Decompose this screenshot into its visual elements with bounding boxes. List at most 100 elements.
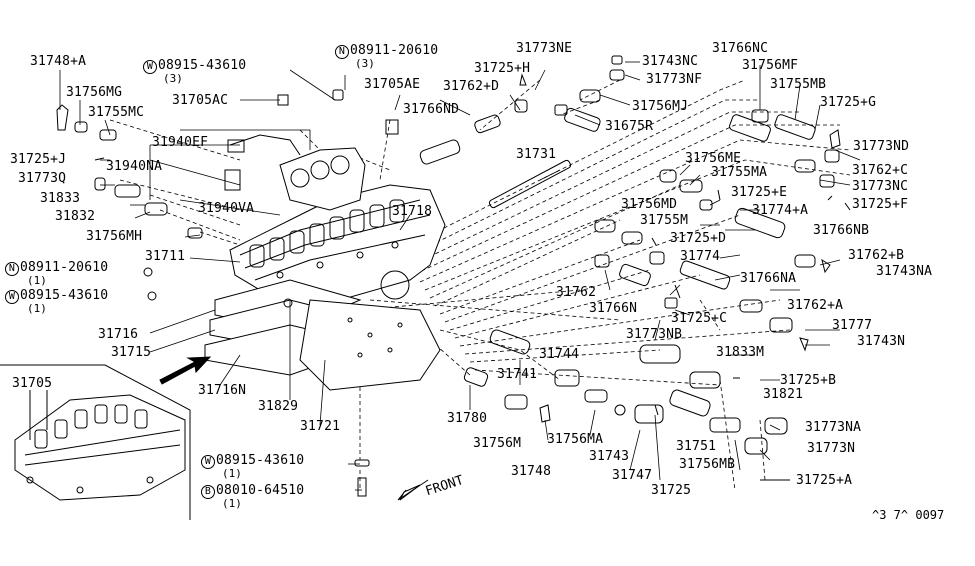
part-label-31725: 31725	[651, 483, 692, 498]
part-label-31766nb: 31766NB	[813, 223, 870, 238]
bolt-symbol: B	[201, 485, 215, 499]
part-label-31766na: 31766NA	[740, 271, 797, 286]
part-label-31705ac: 31705AC	[172, 93, 229, 108]
part-label-31756mb: 31756MB	[679, 457, 736, 472]
part-label-31833: 31833	[40, 191, 81, 206]
callout-qty: (3)	[355, 57, 375, 70]
part-label-31755ma: 31755MA	[711, 165, 768, 180]
guide-lines	[109, 79, 851, 491]
part-label-31755m: 31755M	[640, 213, 689, 228]
leader-lines	[59, 61, 861, 491]
callout-number: 08010-64510	[216, 483, 305, 498]
part-label-31741: 31741	[497, 367, 538, 382]
part-label-31743: 31743	[589, 449, 630, 464]
separator-plates	[204, 279, 441, 391]
part-label-31705: 31705	[12, 376, 53, 391]
part-label-31762d: 31762+D	[443, 79, 500, 94]
part-label-31756mj: 31756MJ	[632, 99, 689, 114]
part-label-31705ae: 31705AE	[364, 77, 421, 92]
part-label-31725d: 31725+D	[670, 231, 727, 246]
part-label-31762a: 31762+A	[787, 298, 844, 313]
part-label-31940va: 31940VA	[198, 201, 255, 216]
part-label-31711: 31711	[145, 249, 186, 264]
part-label-31774a: 31774+A	[752, 203, 809, 218]
part-label-31780: 31780	[447, 411, 488, 426]
part-label-31756mg: 31756MG	[66, 85, 123, 100]
callout-number: 08915-43610	[20, 288, 109, 303]
part-label-31725e: 31725+E	[731, 185, 788, 200]
solenoid-assembly	[224, 134, 366, 211]
part-label-31755mc: 31755MC	[88, 105, 145, 120]
part-label-31675r: 31675R	[605, 119, 654, 134]
part-label-31725f: 31725+F	[852, 197, 909, 212]
part-label-31743nc: 31743NC	[642, 54, 699, 69]
part-label-31716n: 31716N	[198, 383, 247, 398]
part-label-31940ef: 31940EF	[152, 135, 209, 150]
part-label-31766nc: 31766NC	[712, 41, 769, 56]
callout-number: 08911-20610	[20, 260, 109, 275]
part-label-31716: 31716	[98, 327, 139, 342]
part-label-31715: 31715	[111, 345, 152, 360]
part-label-31725h: 31725+H	[474, 61, 531, 76]
part-label-31833m: 31833M	[716, 345, 765, 360]
part-label-31756mh: 31756MH	[86, 229, 143, 244]
part-label-31821: 31821	[763, 387, 804, 402]
part-label-31777: 31777	[832, 318, 873, 333]
callout-qty: (1)	[222, 467, 242, 480]
part-label-31725g: 31725+G	[820, 95, 877, 110]
part-label-31725b: 31725+B	[780, 373, 837, 388]
part-label-31756md: 31756MD	[621, 197, 678, 212]
part-label-31773ne: 31773NE	[516, 41, 573, 56]
part-label-31756m: 31756M	[473, 436, 522, 451]
part-label-31762: 31762	[556, 285, 597, 300]
part-label-31748: 31748	[511, 464, 552, 479]
part-label-31747: 31747	[612, 468, 653, 483]
part-label-31725a: 31725+A	[796, 473, 853, 488]
part-label-31725c: 31725+C	[671, 311, 728, 326]
part-label-31773nc: 31773NC	[852, 179, 909, 194]
washer-symbol: W	[201, 455, 215, 469]
nut-symbol: N	[335, 45, 349, 59]
part-label-31773nd: 31773ND	[853, 139, 910, 154]
callout-qty: (1)	[27, 274, 47, 287]
part-label-31751: 31751	[676, 439, 717, 454]
inset-box	[0, 364, 191, 520]
callout-number: 08915-43610	[158, 58, 247, 73]
exploded-parts	[56, 55, 851, 501]
part-label-31773nf: 31773NF	[646, 72, 703, 87]
callout-qty: (1)	[27, 302, 47, 315]
part-label-31756mf: 31756MF	[742, 58, 799, 73]
callout-qty: (1)	[222, 497, 242, 510]
part-label-31773na: 31773NA	[805, 420, 862, 435]
part-label-31766n: 31766N	[589, 301, 638, 316]
part-label-31725j: 31725+J	[10, 152, 67, 167]
part-label-31744: 31744	[539, 347, 580, 362]
reference-code: ^3 7^ 0097	[872, 508, 945, 522]
part-label-31756ma: 31756MA	[547, 432, 604, 447]
part-label-31773q: 31773Q	[18, 171, 67, 186]
callout-number: 08911-20610	[350, 43, 439, 58]
part-label-31721: 31721	[300, 419, 341, 434]
washer-symbol: W	[143, 60, 157, 74]
part-label-31773nb: 31773NB	[626, 327, 683, 342]
part-label-31829: 31829	[258, 399, 299, 414]
callout-number: 08915-43610	[216, 453, 305, 468]
callout-qty: (3)	[163, 72, 183, 85]
part-label-31743na: 31743NA	[876, 264, 933, 279]
part-label-31766nd: 31766ND	[403, 102, 460, 117]
washer-symbol: W	[5, 290, 19, 304]
part-label-31748a: 31748+A	[30, 54, 87, 69]
part-label-31731: 31731	[516, 147, 557, 162]
part-label-31756me: 31756ME	[685, 151, 742, 166]
nut-symbol: N	[5, 262, 19, 276]
part-label-31773n: 31773N	[807, 441, 856, 456]
part-label-31718: 31718	[392, 204, 433, 219]
